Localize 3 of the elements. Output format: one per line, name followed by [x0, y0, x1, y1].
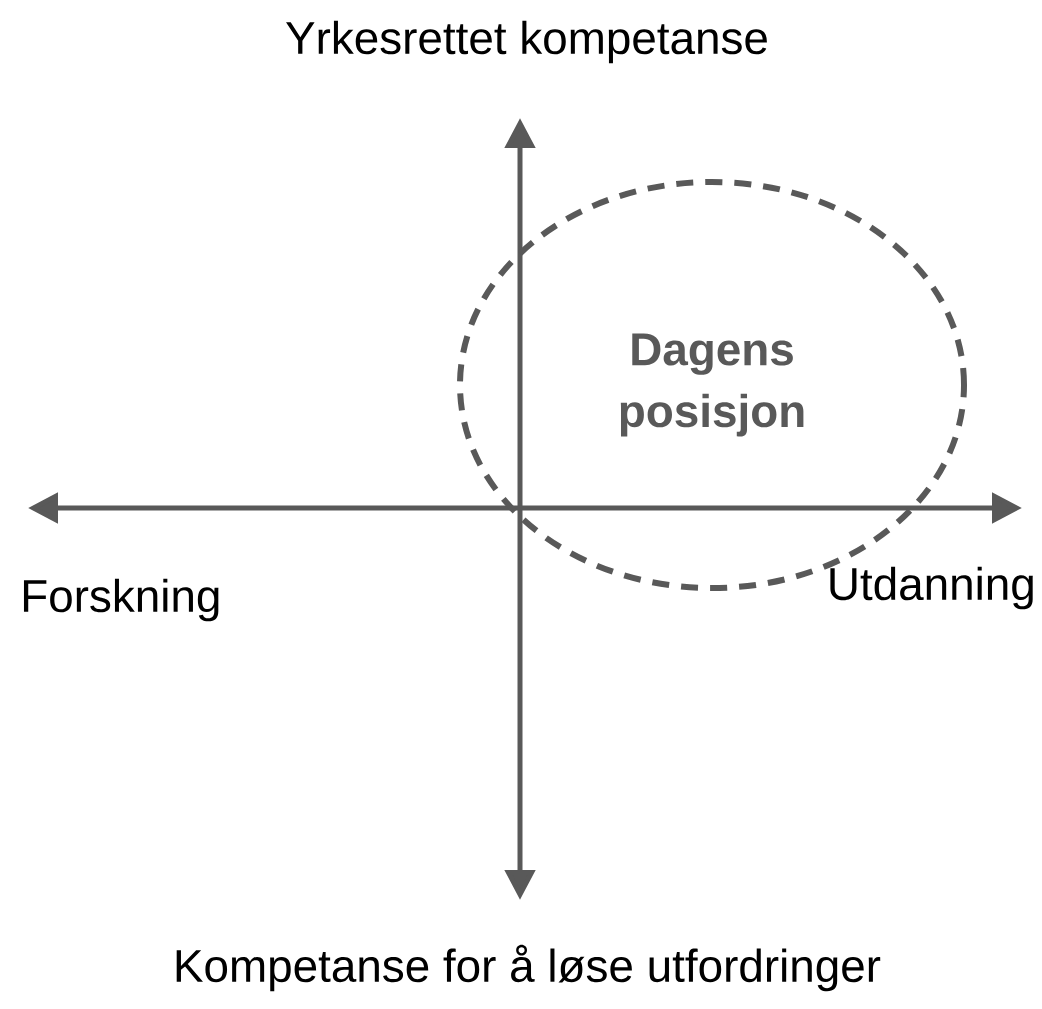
axis-label: Forskning	[23, 578, 219, 622]
axis-label: Kompetanse for å løse utfordringer	[176, 944, 881, 992]
axis-label: Yrkesrettet kompetanse	[286, 20, 767, 64]
